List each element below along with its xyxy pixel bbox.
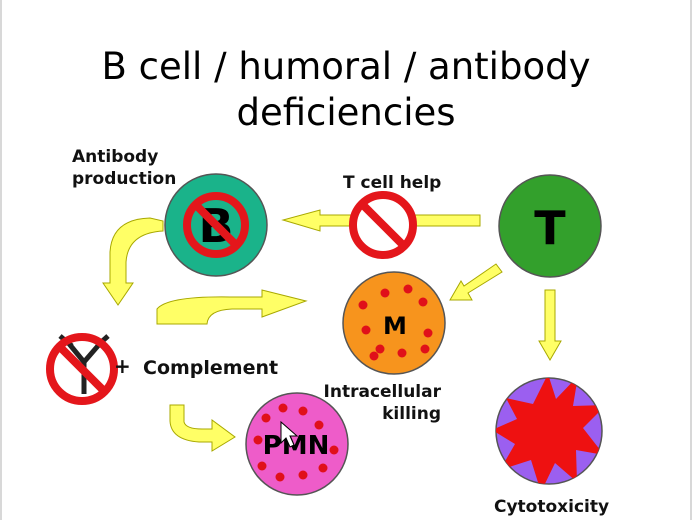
macrophage-label: M (383, 312, 407, 340)
arrow-t-to-target (538, 289, 562, 361)
arrow-b-to-antibody (102, 217, 164, 306)
antibody-production-label: Antibody production (72, 146, 176, 190)
prohibit-b-icon (183, 192, 249, 258)
arrows (102, 209, 562, 452)
left-edge (0, 0, 2, 520)
t-cell: T (498, 174, 602, 278)
right-edge (690, 0, 692, 520)
t-cell-label: T (534, 201, 566, 255)
antibody-production-line-1: Antibody (72, 147, 159, 167)
t-cell-help-label: T cell help (343, 173, 442, 193)
intracellular-line-2: killing (382, 404, 441, 424)
macrophage-cell: M (342, 271, 446, 375)
arrow-antibody-to-m (156, 289, 308, 325)
target-cell (495, 377, 603, 485)
b-cell: B (164, 173, 268, 277)
title-line-2: deficiencies (236, 91, 456, 134)
plus-sign: + (114, 354, 131, 378)
arrow-t-to-m (449, 263, 503, 301)
intracellular-line-1: Intracellular (323, 382, 441, 402)
prohibit-antibody-icon (46, 333, 118, 405)
intracellular-killing-label: Intracellular killing (323, 381, 441, 425)
macrophage-granules (358, 284, 433, 361)
antibody-production-line-2: production (72, 169, 177, 189)
prohibit-t-help-icon (349, 191, 417, 259)
arrow-complement-to-pmn (169, 404, 236, 452)
title-line-1: B cell / humoral / antibody (101, 45, 591, 88)
complement-label: Complement (143, 357, 279, 379)
pmn-cell: PMN (245, 392, 349, 496)
slide-title: B cell / humoral / antibody deficiencies (0, 44, 692, 136)
pmn-granules (253, 403, 339, 482)
mouse-cursor-icon (280, 420, 299, 448)
cytotoxicity-label: Cytotoxicity (494, 497, 610, 517)
burst-shape (496, 378, 602, 484)
